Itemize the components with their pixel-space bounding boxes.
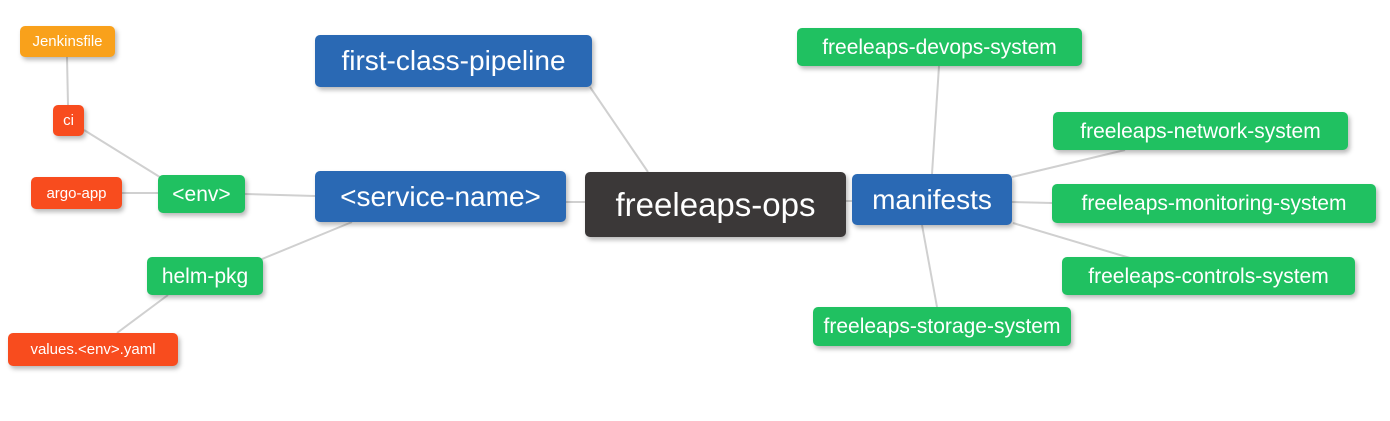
node-env[interactable]: <env> [158,175,245,213]
edge-values-env-yaml--helm-pkg [116,294,169,334]
node-ci[interactable]: ci [53,105,84,136]
edge-ci--env [83,129,164,180]
node-argo-app[interactable]: argo-app [31,177,122,209]
node-freeleaps-monitoring-system[interactable]: freeleaps-monitoring-system [1052,184,1376,223]
edge-manifests--freeleaps-storage-system [921,224,938,308]
node-freeleaps-ops[interactable]: freeleaps-ops [585,172,846,237]
node-helm-pkg[interactable]: helm-pkg [147,257,263,295]
edge-manifests--freeleaps-monitoring-system [1011,201,1053,204]
node-jenkinsfile[interactable]: Jenkinsfile [20,26,115,57]
edge-jenkinsfile--ci [66,56,69,106]
edge-helm-pkg--service-name [261,221,353,260]
node-freeleaps-controls-system[interactable]: freeleaps-controls-system [1062,257,1355,295]
node-service-name[interactable]: <service-name> [315,171,566,222]
node-freeleaps-storage-system[interactable]: freeleaps-storage-system [813,307,1071,346]
node-manifests[interactable]: manifests [852,174,1012,225]
edge-manifests--freeleaps-controls-system [1012,222,1131,259]
node-freeleaps-network-system[interactable]: freeleaps-network-system [1053,112,1348,150]
edge-manifests--freeleaps-network-system [1011,149,1126,178]
edge-env--service-name [244,193,316,197]
node-values-env-yaml[interactable]: values.<env>.yaml [8,333,178,366]
node-freeleaps-devops-system[interactable]: freeleaps-devops-system [797,28,1082,66]
edge-manifests--freeleaps-devops-system [931,65,940,175]
node-first-class-pipeline[interactable]: first-class-pipeline [315,35,592,87]
edge-first-class-pipeline--freeleaps-ops [589,86,649,173]
